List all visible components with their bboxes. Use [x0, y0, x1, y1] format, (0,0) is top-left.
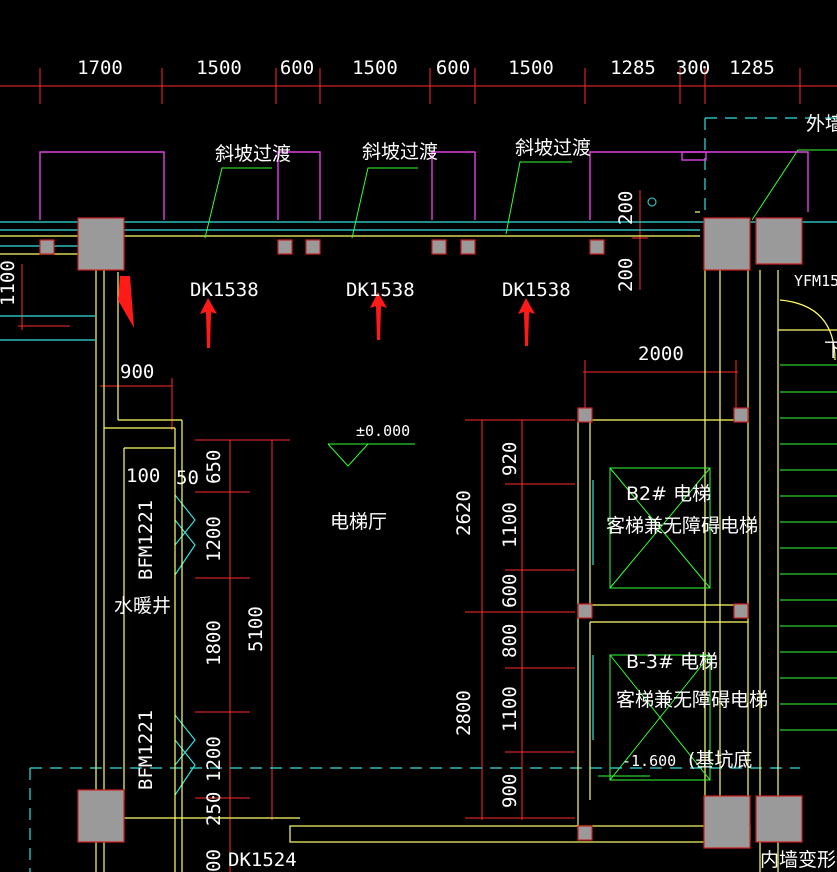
columns — [39, 217, 803, 849]
green-lines — [204, 149, 837, 781]
column-dim: 920 — [499, 442, 521, 476]
dim-100: 100 — [126, 465, 160, 487]
pit-label: (基坑底 — [688, 749, 752, 771]
column-dim: 600 — [499, 574, 521, 608]
column-dim: 1200 — [203, 736, 225, 782]
column-dim: 650 — [203, 450, 225, 484]
elevator-title: B-3# 电梯 — [626, 651, 718, 673]
wall-label: 外墙 — [806, 113, 837, 135]
elevator-title: B2# 电梯 — [626, 483, 711, 505]
pit-level: -1.600 — [622, 752, 676, 770]
column-dim: 1100 — [499, 686, 521, 732]
door-label: BFM1221 — [135, 710, 157, 790]
dim-200: 200 — [615, 258, 637, 292]
dim-900: 900 — [120, 361, 154, 383]
top-dim: 1285 — [729, 57, 775, 79]
door-label: DK1538 — [346, 279, 415, 301]
column-dim: 00 — [203, 849, 225, 872]
door-label: DK1524 — [228, 849, 297, 871]
door-label: BFM1221 — [135, 500, 157, 580]
bottom-right-text: 内墙变形缝 — [760, 849, 837, 871]
ramp-label: 斜坡过渡 — [215, 143, 291, 165]
door-label: DK1538 — [502, 279, 571, 301]
red-arrows — [118, 276, 535, 348]
level-mark: ±0.000 — [356, 422, 410, 440]
dim-2000: 2000 — [638, 343, 684, 365]
top-dim: 1500 — [508, 57, 554, 79]
top-dimension-labels: 1700 1500 600 1500 600 1500 1285 300 128… — [77, 57, 775, 79]
corner-arrow-icon — [118, 276, 134, 328]
dim-1100: 1100 — [0, 260, 19, 306]
arrow-up-icon — [518, 298, 535, 346]
ramp-outlines — [39, 151, 809, 220]
top-dim: 1700 — [77, 57, 123, 79]
column-dim: 900 — [499, 774, 521, 808]
cyan-lines — [0, 117, 837, 872]
mid-dim: 2620 — [453, 490, 475, 536]
column-dim: 1800 — [203, 620, 225, 666]
column-dim: 250 — [203, 792, 225, 826]
door-label: YFM154 — [794, 272, 837, 290]
down-label: 下 — [824, 339, 837, 361]
column-dim: 1100 — [499, 502, 521, 548]
top-dim: 1500 — [352, 57, 398, 79]
total-dim: 5100 — [245, 606, 267, 652]
room-name-lobby: 电梯厅 — [330, 511, 387, 533]
dim-50: 50 — [176, 467, 199, 489]
elevator-desc: 客梯兼无障碍电梯 — [606, 515, 758, 537]
door-label: DK1538 — [190, 279, 259, 301]
top-dim: 600 — [436, 57, 470, 79]
elevator-desc: 客梯兼无障碍电梯 — [616, 689, 768, 711]
top-dim: 1500 — [196, 57, 242, 79]
room-name-shaft: 水暖井 — [114, 595, 171, 617]
ramp-label: 斜坡过渡 — [515, 137, 591, 159]
dimension-lines — [0, 68, 837, 872]
top-dim: 300 — [676, 57, 710, 79]
column-dim: 800 — [499, 624, 521, 658]
stair-treads — [780, 364, 837, 731]
left-column-dims: 650 1200 1800 1200 250 00 5100 — [203, 450, 267, 872]
right-column-dims: 2620 2800 920 1100 600 800 1100 900 — [453, 442, 521, 808]
ramp-label: 斜坡过渡 — [362, 141, 438, 163]
arrow-up-icon — [370, 292, 387, 340]
arrow-up-icon — [200, 298, 217, 348]
top-dim: 600 — [280, 57, 314, 79]
marker-circle — [647, 197, 657, 207]
top-dim: 1285 — [610, 57, 656, 79]
dim-200: 200 — [615, 191, 637, 225]
mid-dim: 2800 — [453, 690, 475, 736]
column-dim: 1200 — [203, 516, 225, 562]
